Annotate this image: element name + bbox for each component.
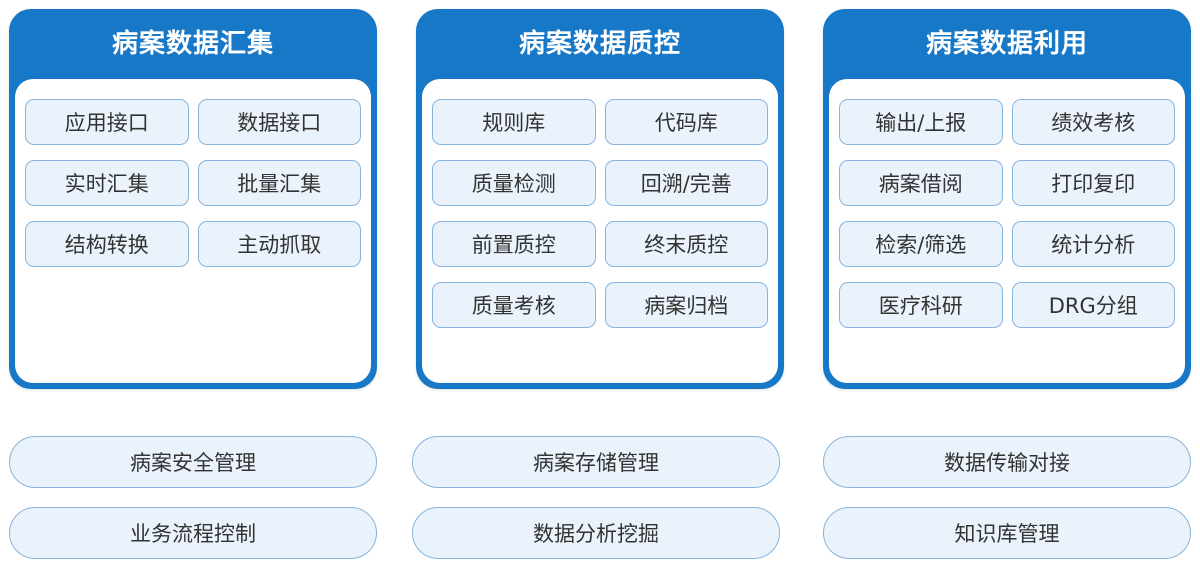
item-grid: 输出/上报 绩效考核 病案借阅 打印复印 检索/筛选 统计分析 医疗科研 DRG… xyxy=(839,99,1175,328)
panel-data-collection: 病案数据汇集 应用接口 数据接口 实时汇集 批量汇集 结构转换 主动抓取 xyxy=(9,9,377,389)
item-record-borrow[interactable]: 病案借阅 xyxy=(839,160,1003,206)
item-performance-assessment[interactable]: 绩效考核 xyxy=(1011,99,1175,145)
item-code-library[interactable]: 代码库 xyxy=(604,99,768,145)
item-pre-qc[interactable]: 前置质控 xyxy=(432,221,596,267)
item-medical-research[interactable]: 医疗科研 xyxy=(839,282,1003,328)
item-grid: 规则库 代码库 质量检测 回溯/完善 前置质控 终末质控 质量考核 病案归档 xyxy=(432,99,768,328)
item-quality-detection[interactable]: 质量检测 xyxy=(432,160,596,206)
panel-quality-control: 病案数据质控 规则库 代码库 质量检测 回溯/完善 前置质控 终末质控 质量考核… xyxy=(416,9,784,389)
item-search-filter[interactable]: 检索/筛选 xyxy=(839,221,1003,267)
panel-title: 病案数据质控 xyxy=(518,29,681,59)
item-backtrack-improve[interactable]: 回溯/完善 xyxy=(604,160,768,206)
item-realtime-collection[interactable]: 实时汇集 xyxy=(25,160,189,206)
pill-record-storage[interactable]: 病案存储管理 xyxy=(412,436,780,488)
item-final-qc[interactable]: 终末质控 xyxy=(604,221,768,267)
item-output-report[interactable]: 输出/上报 xyxy=(839,99,1003,145)
item-app-interface[interactable]: 应用接口 xyxy=(25,99,189,145)
pill-workflow-control[interactable]: 业务流程控制 xyxy=(9,507,377,559)
item-quality-assessment[interactable]: 质量考核 xyxy=(432,282,596,328)
item-rule-library[interactable]: 规则库 xyxy=(432,99,596,145)
pill-knowledge-base[interactable]: 知识库管理 xyxy=(823,507,1191,559)
item-batch-collection[interactable]: 批量汇集 xyxy=(197,160,361,206)
panel-data-utilization: 病案数据利用 输出/上报 绩效考核 病案借阅 打印复印 检索/筛选 统计分析 医… xyxy=(823,9,1191,389)
panel-body: 规则库 代码库 质量检测 回溯/完善 前置质控 终末质控 质量考核 病案归档 xyxy=(422,79,778,383)
pill-data-mining[interactable]: 数据分析挖掘 xyxy=(412,507,780,559)
panel-title: 病案数据汇集 xyxy=(111,29,274,59)
item-statistical-analysis[interactable]: 统计分析 xyxy=(1011,221,1175,267)
item-record-archive[interactable]: 病案归档 xyxy=(604,282,768,328)
item-print-copy[interactable]: 打印复印 xyxy=(1011,160,1175,206)
pill-record-security[interactable]: 病案安全管理 xyxy=(9,436,377,488)
panel-title: 病案数据利用 xyxy=(925,29,1088,59)
item-data-interface[interactable]: 数据接口 xyxy=(197,99,361,145)
item-drg-grouping[interactable]: DRG分组 xyxy=(1011,282,1175,328)
pill-data-transfer[interactable]: 数据传输对接 xyxy=(823,436,1191,488)
item-structure-conversion[interactable]: 结构转换 xyxy=(25,221,189,267)
item-grid: 应用接口 数据接口 实时汇集 批量汇集 结构转换 主动抓取 xyxy=(25,99,361,267)
item-active-capture[interactable]: 主动抓取 xyxy=(197,221,361,267)
panel-body: 输出/上报 绩效考核 病案借阅 打印复印 检索/筛选 统计分析 医疗科研 DRG… xyxy=(829,79,1185,383)
panel-body: 应用接口 数据接口 实时汇集 批量汇集 结构转换 主动抓取 xyxy=(15,79,371,383)
